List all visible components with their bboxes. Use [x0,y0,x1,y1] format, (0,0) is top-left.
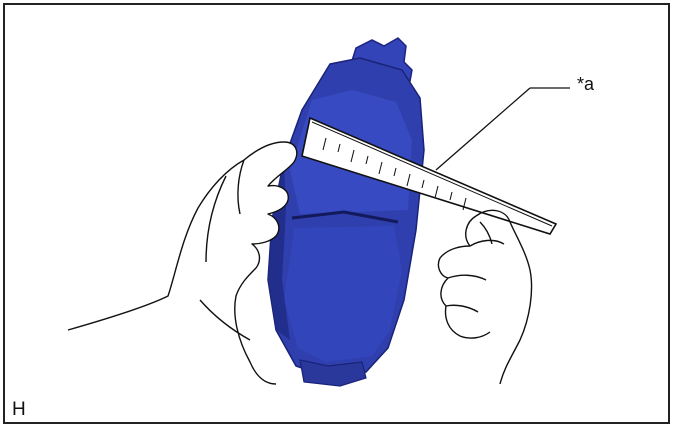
figure-id-label: H [12,400,26,419]
callout-label: *a [577,75,594,93]
brake-pad [268,38,424,386]
right-hand [438,210,531,384]
callout-leader [436,88,570,170]
left-hand [68,142,297,384]
